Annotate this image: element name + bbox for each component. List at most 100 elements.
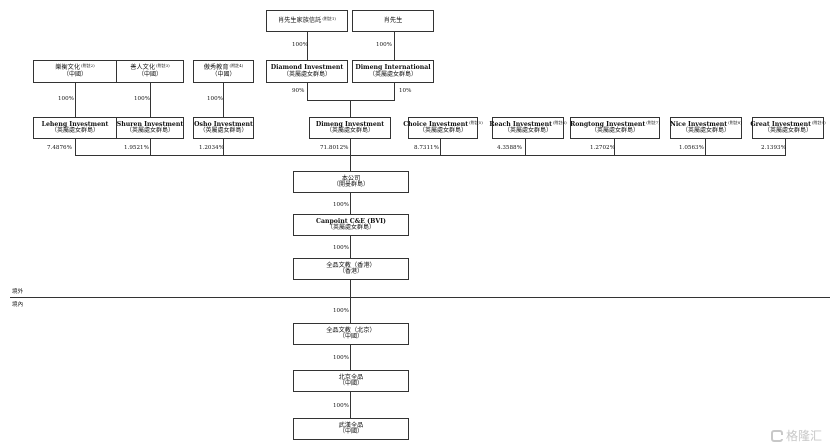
shareholder-name: Nice Investment (670, 120, 728, 128)
connector (440, 139, 441, 155)
box-shareholder-great: Great Investment(附註9) （英屬處女群島） (750, 117, 826, 139)
shareholder-place: （英屬處女群島） (50, 127, 99, 135)
chain-entity-place: （中國） (338, 428, 363, 436)
pct-canpoint-to-hk: 100% (333, 245, 349, 251)
connector (705, 139, 706, 155)
shareholder-name: Osho Investment (194, 120, 253, 128)
diamond-name: Diamond Investment (270, 64, 344, 72)
pct-great: 2.1393% (761, 145, 786, 151)
pct-choice: 8.7311% (414, 145, 439, 151)
connector (394, 83, 395, 100)
connector (307, 83, 308, 100)
chain-entity-name: 全品文教（北京） (326, 326, 376, 334)
chain-entity-place: （中國） (338, 380, 363, 388)
prc-entity-place: （中國） (211, 70, 236, 78)
box-beijing-quanpin: 北京全品 （中國） (293, 370, 409, 392)
shareholder-place: （英屬處女群島） (418, 127, 467, 135)
box-prc-entity-shuren: 善人文化(附註3) （中國） (116, 60, 184, 83)
connector (307, 100, 395, 101)
box-prc-entity-leheng: 樂衡文化(附註2) （中國） (33, 60, 117, 83)
chain-entity-name: 北京全品 (338, 373, 364, 381)
pct-beijing-to-bjquanpin: 100% (333, 355, 349, 361)
shareholder-note: (附註8) (728, 119, 742, 125)
trust-name: 肖先生家族信託 (278, 17, 322, 25)
pct-dimeng-intl-to-dimeng: 10% (399, 88, 412, 94)
box-shareholder-osho: Osho Investment （英屬處女群島） (193, 117, 254, 139)
shareholder-name: Shuren Investment (116, 120, 184, 128)
zone-offshore-label: 境外 (12, 289, 24, 295)
connector (394, 32, 395, 60)
pct-osho: 1.2034% (199, 145, 224, 151)
connector (307, 32, 308, 60)
box-quanpin-beijing: 全品文教（北京） （中國） (293, 323, 409, 345)
pct-prc-to-osho: 100% (207, 96, 223, 102)
shareholder-name: Leheng Investment (41, 120, 109, 128)
connector (350, 392, 351, 418)
box-shareholder-reach: Reach Investment(附註6) （英屬處女群島） (489, 117, 567, 139)
diamond-place: （英屬處女群島） (282, 70, 331, 78)
watermark-logo: 格隆汇 (770, 427, 822, 444)
watermark-icon (770, 429, 783, 442)
shareholder-place: （英屬處女群島） (763, 127, 812, 135)
pct-hk-to-beijing: 100% (333, 308, 349, 314)
dimeng-intl-place: （英屬處女群島） (368, 70, 417, 78)
trust-note: (附註1) (322, 16, 336, 22)
connector (150, 139, 151, 155)
box-company: 本公司 （開曼群島） (293, 171, 409, 193)
box-shareholder-leheng: Leheng Investment （英屬處女群島） (33, 117, 117, 139)
connector (350, 280, 351, 323)
box-prc-entity-osho: 傲秀教育(附註4) （中國） (193, 60, 254, 83)
shareholder-place: （英屬處女群島） (590, 127, 639, 135)
shareholder-place: （英屬處女群島） (325, 127, 374, 135)
prc-entity-name: 樂衡文化 (55, 64, 81, 72)
prc-entity-place: （中國） (62, 70, 87, 78)
box-shareholder-rongtong: Rongtong Investment(附註7) （英屬處女群島） (570, 117, 660, 139)
chain-entity-name: 武漢全品 (338, 421, 364, 429)
connector (75, 155, 786, 156)
pct-prc-to-shuren: 100% (134, 96, 150, 102)
connector (350, 193, 351, 214)
box-diamond-investment: Diamond Investment （英屬處女群島） (266, 60, 348, 83)
box-quanpin-hk: 全品文教（香港） （香港） (293, 258, 409, 280)
shareholder-note: (附註7) (646, 119, 660, 125)
prc-entity-name: 善人文化 (130, 64, 156, 72)
shareholder-place: （英屬處女群島） (199, 127, 248, 135)
shareholder-note: (附註9) (811, 119, 826, 125)
shareholder-place: （英屬處女群島） (681, 127, 730, 135)
watermark-text: 格隆汇 (785, 429, 822, 443)
chain-entity-place: （英屬處女群島） (326, 224, 375, 232)
box-canpoint-bvi: Canpoint C&E (BVI) （英屬處女群島） (293, 214, 409, 236)
shareholder-place: （英屬處女群島） (503, 127, 552, 135)
connector (223, 83, 224, 117)
connector (785, 139, 786, 155)
offshore-onshore-divider (10, 297, 830, 298)
prc-entity-note: (附註2) (81, 63, 95, 69)
prc-entity-note: (附註3) (156, 63, 170, 69)
connector (614, 139, 615, 155)
connector (525, 139, 526, 155)
box-shareholder-shuren: Shuren Investment （英屬處女群島） (116, 117, 184, 139)
connector (350, 236, 351, 258)
pct-company-to-canpoint: 100% (333, 202, 349, 208)
connector (150, 83, 151, 117)
pct-xiao-to-dimeng-intl: 100% (376, 42, 392, 48)
zone-onshore-label: 境內 (12, 302, 24, 308)
shareholder-name: Dimeng Investment (315, 120, 385, 128)
box-shareholder-dimeng: Dimeng Investment （英屬處女群島） (309, 117, 391, 139)
shareholder-name: Choice Investment (403, 120, 469, 128)
connector (223, 139, 224, 155)
chain-entity-place: （開曼群島） (332, 181, 369, 189)
prc-entity-note: (附註4) (229, 63, 244, 69)
prc-entity-name: 傲秀教育 (203, 64, 229, 72)
chain-entity-place: （中國） (338, 333, 363, 341)
chain-entity-name: 全品文教（香港） (326, 261, 376, 269)
shareholder-place: （英屬處女群島） (125, 127, 174, 135)
chain-entity-name: 本公司 (341, 174, 361, 182)
pct-reach: 4.3588% (497, 145, 522, 151)
connector (75, 139, 76, 155)
pct-nice: 1.0563% (679, 145, 704, 151)
pct-trust-to-diamond: 100% (292, 42, 308, 48)
prc-entity-place: （中國） (137, 70, 162, 78)
chain-entity-place: （香港） (338, 268, 363, 276)
